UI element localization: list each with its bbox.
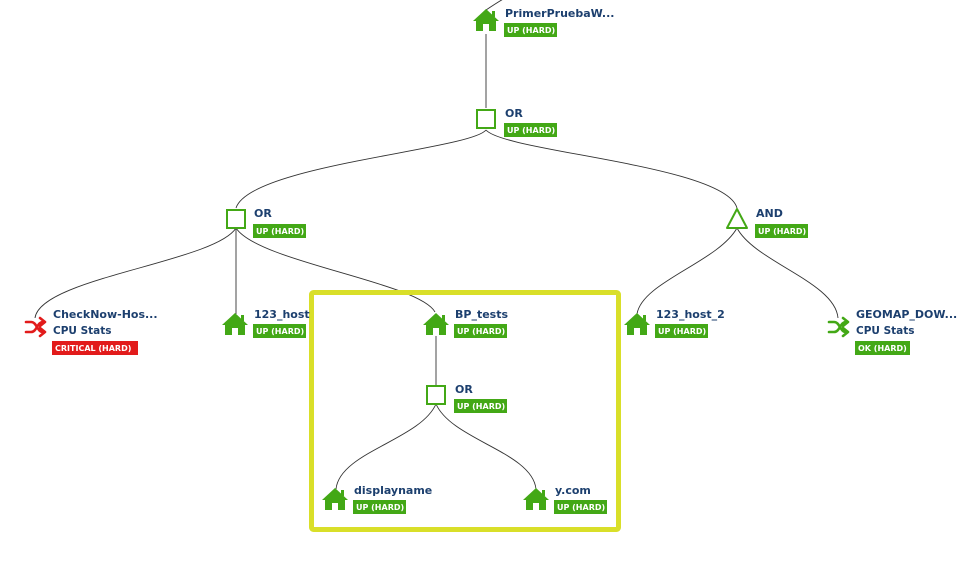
node-or-top[interactable]: OR UP (HARD): [476, 107, 557, 137]
edge-and-host123-2: [636, 227, 738, 315]
status-badge-label: UP (HARD): [256, 227, 304, 236]
edge-root-up: [485, 0, 503, 11]
status-badge-label: OK (HARD): [858, 344, 907, 353]
status-badge-label: UP (HARD): [457, 402, 505, 411]
house-icon: [322, 488, 348, 510]
status-badge: [454, 324, 507, 338]
status-badge: [855, 341, 910, 355]
status-badge-label: UP (HARD): [457, 327, 505, 336]
node-or-bp[interactable]: OR UP (HARD): [426, 383, 507, 413]
shuffle-icon: [827, 316, 850, 338]
status-badge-label: UP (HARD): [507, 26, 555, 35]
status-badge: [504, 23, 557, 37]
node-title: OR: [505, 107, 523, 120]
and-triangle-icon: [726, 208, 748, 229]
node-123-host[interactable]: 123_host UP (HARD): [222, 308, 310, 338]
edge-or-left-bptests: [235, 227, 436, 313]
status-badge: [504, 123, 557, 137]
node-bp-tests[interactable]: BP_tests UP (HARD): [423, 308, 508, 338]
status-badge: [52, 341, 138, 355]
house-icon: [423, 313, 449, 335]
node-root[interactable]: PrimerPruebaW... UP (HARD): [473, 7, 614, 37]
edge-or-bp-ycom: [435, 403, 537, 490]
or-square-icon: [426, 385, 446, 405]
or-square-icon: [476, 109, 496, 129]
house-icon: [473, 9, 499, 31]
status-badge-label: UP (HARD): [557, 503, 605, 512]
shuffle-icon: [24, 316, 47, 338]
status-badge: [554, 500, 607, 514]
node-ycom[interactable]: y.com UP (HARD): [523, 484, 607, 514]
highlight-frame: [309, 290, 621, 532]
edge-or-bp-displayname: [335, 403, 437, 490]
house-icon: [624, 313, 650, 335]
node-title: displayname: [354, 484, 432, 497]
node-title: CheckNow-Hos...: [53, 308, 158, 321]
node-title: GEOMAP_DOW...: [856, 308, 957, 321]
node-title: 123_host: [254, 308, 310, 321]
edge-or-left-checknow: [34, 227, 237, 319]
or-square-icon: [226, 209, 246, 229]
status-badge: [353, 500, 406, 514]
status-badge-label: UP (HARD): [658, 327, 706, 336]
status-badge-label: CRITICAL (HARD): [55, 344, 131, 353]
node-subtitle: CPU Stats: [53, 325, 112, 337]
status-badge: [454, 399, 507, 413]
status-badge: [755, 224, 808, 238]
house-icon: [523, 488, 549, 510]
tree-edges: [34, 0, 839, 490]
node-title: BP_tests: [455, 308, 508, 321]
edge-or-top-and: [485, 129, 738, 209]
house-icon: [222, 313, 248, 335]
status-badge: [253, 324, 306, 338]
status-badge: [253, 224, 306, 238]
node-geomap[interactable]: GEOMAP_DOW... CPU Stats OK (HARD): [827, 308, 957, 355]
node-subtitle: CPU Stats: [856, 325, 915, 337]
node-title: OR: [254, 207, 272, 220]
status-badge-label: UP (HARD): [758, 227, 806, 236]
status-badge: [655, 324, 708, 338]
edge-and-geomap: [736, 227, 839, 319]
node-displayname[interactable]: displayname UP (HARD): [322, 484, 432, 514]
node-title: AND: [756, 207, 783, 220]
status-badge-label: UP (HARD): [507, 126, 555, 135]
node-title: PrimerPruebaW...: [505, 7, 614, 20]
node-title: y.com: [555, 484, 591, 497]
node-or-left[interactable]: OR UP (HARD): [226, 207, 306, 238]
edge-or-top-or-left: [235, 129, 487, 209]
node-and-right[interactable]: AND UP (HARD): [726, 207, 808, 238]
node-checknow[interactable]: CheckNow-Hos... CPU Stats CRITICAL (HARD…: [24, 308, 158, 355]
status-badge-label: UP (HARD): [256, 327, 304, 336]
status-badge-label: UP (HARD): [356, 503, 404, 512]
node-title: OR: [455, 383, 473, 396]
node-title: 123_host_2: [656, 308, 725, 321]
node-123-host-2[interactable]: 123_host_2 UP (HARD): [624, 308, 725, 338]
